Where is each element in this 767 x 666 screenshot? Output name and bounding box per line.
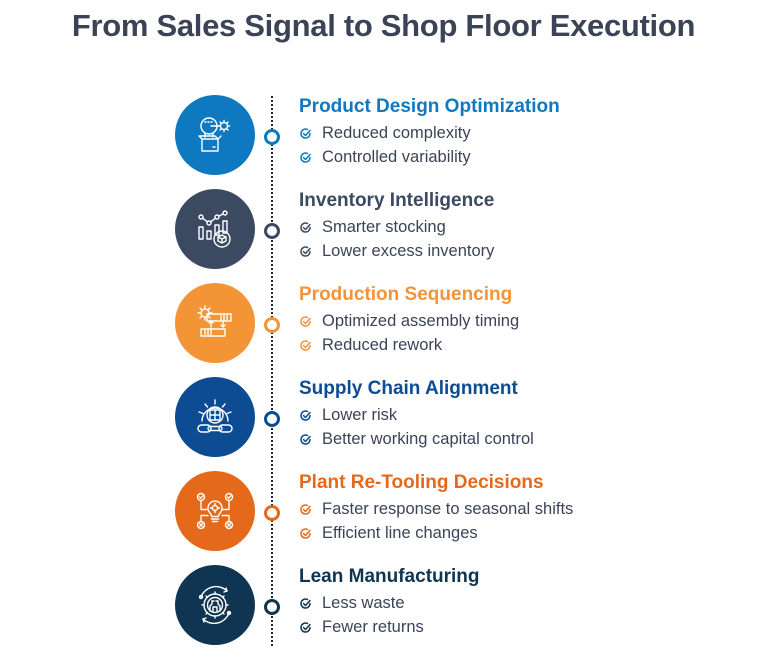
checkbox-check-icon	[300, 339, 311, 351]
timeline-node	[264, 317, 280, 333]
bullet-item: Reduced complexity	[299, 121, 560, 145]
gear-chain-icon	[197, 399, 233, 433]
bullet-item: Lower risk	[299, 403, 534, 427]
checkbox-check-icon	[300, 621, 311, 633]
stage-icon-circle	[175, 565, 255, 645]
lean-cycle-gear-icon	[198, 585, 232, 625]
bullet-item: Less waste	[299, 591, 480, 615]
gear-sequence-icon	[197, 305, 232, 337]
checkbox-check-icon	[300, 527, 311, 539]
stage-icon-circle	[175, 471, 255, 551]
bullet-text: Less waste	[322, 593, 405, 612]
bullet-item: Optimized assembly timing	[299, 309, 519, 333]
timeline-node	[264, 505, 280, 521]
checkbox-check-icon	[300, 433, 311, 445]
bullet-text: Efficient line changes	[322, 523, 478, 542]
checkbox-check-icon	[300, 315, 311, 327]
stage-icon-circle	[175, 189, 255, 269]
bullet-item: Controlled variability	[299, 145, 560, 169]
page-title: From Sales Signal to Shop Floor Executio…	[71, 8, 696, 43]
stage-title: Production Sequencing	[299, 284, 513, 305]
timeline-node	[264, 411, 280, 427]
bullet-item: Better working capital control	[299, 427, 534, 451]
lightbulb-box-gear-icon	[198, 117, 231, 152]
checkbox-check-icon	[300, 597, 311, 609]
timeline-dotted-line	[271, 96, 273, 646]
bullet-text: Lower risk	[322, 405, 398, 424]
stage-icon-circle	[175, 377, 255, 457]
stage-supply-chain-alignment: Supply Chain Alignment Lower risk Better…	[0, 377, 767, 471]
stage-lean-manufacturing: Lean Manufacturing Less waste Fewer retu…	[0, 565, 767, 659]
checkbox-check-icon	[300, 245, 311, 257]
stage-product-design-optimization: Product Design Optimization Reduced comp…	[0, 95, 767, 189]
stage-title: Supply Chain Alignment	[299, 378, 518, 399]
stage-title: Product Design Optimization	[299, 96, 560, 117]
stage-production-sequencing: Production Sequencing Optimized assembly…	[0, 283, 767, 377]
bullet-text: Smarter stocking	[322, 217, 446, 236]
checkbox-check-icon	[300, 409, 311, 421]
checkbox-check-icon	[300, 127, 311, 139]
bullet-text: Reduced complexity	[322, 123, 471, 142]
bullet-item: Efficient line changes	[299, 521, 573, 545]
bullet-item: Smarter stocking	[299, 215, 494, 239]
stage-title: Plant Re-Tooling Decisions	[299, 472, 544, 493]
stage-title: Lean Manufacturing	[299, 566, 480, 587]
bullet-text: Fewer returns	[322, 617, 424, 636]
bullet-text: Optimized assembly timing	[322, 311, 520, 330]
bullet-text: Lower excess inventory	[322, 241, 495, 260]
stage-icon-circle	[175, 283, 255, 363]
checkbox-check-icon	[300, 221, 311, 233]
bullet-item: Faster response to seasonal shifts	[299, 497, 573, 521]
stage-inventory-intelligence: Inventory Intelligence Smarter stocking …	[0, 189, 767, 283]
timeline-node	[264, 599, 280, 615]
bullet-item: Reduced rework	[299, 333, 519, 357]
bullet-item: Lower excess inventory	[299, 239, 494, 263]
bullet-text: Better working capital control	[322, 429, 534, 448]
checkbox-check-icon	[300, 151, 311, 163]
timeline-node	[264, 223, 280, 239]
bullet-text: Controlled variability	[322, 147, 471, 166]
checkbox-check-icon	[300, 503, 311, 515]
stage-plant-re-tooling-decisions: Plant Re-Tooling Decisions Faster respon…	[0, 471, 767, 565]
stage-title: Inventory Intelligence	[299, 190, 495, 211]
bullet-item: Fewer returns	[299, 615, 480, 639]
timeline-node	[264, 129, 280, 145]
bullet-text: Reduced rework	[322, 335, 443, 354]
chart-package-icon	[198, 210, 231, 248]
lightbulb-decisions-icon	[196, 492, 234, 530]
stage-icon-circle	[175, 95, 255, 175]
bullet-text: Faster response to seasonal shifts	[322, 499, 574, 518]
